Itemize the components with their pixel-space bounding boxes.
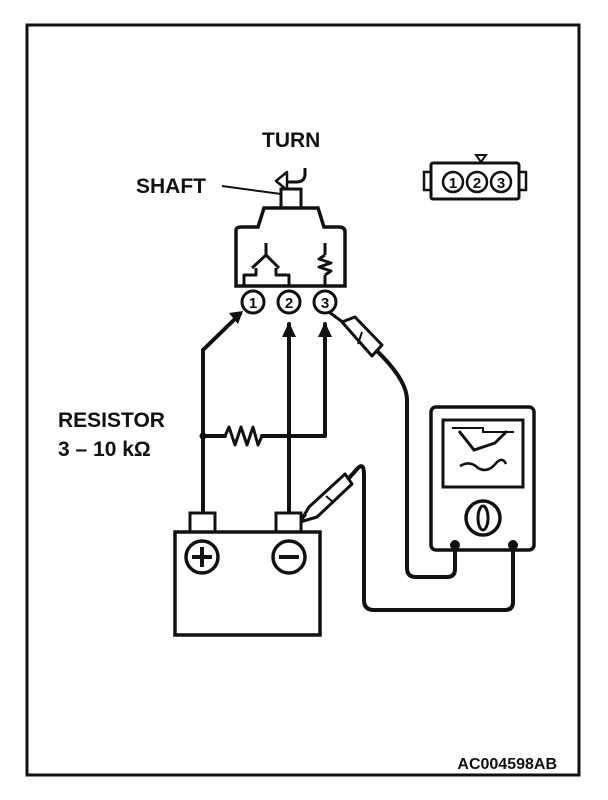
connector-pin-1 [441, 170, 465, 194]
throttle-position-sensor: 1 2 3 [234, 187, 347, 315]
multimeter-scale-arc [459, 458, 508, 472]
multimeter-dial-knob-icon [476, 504, 490, 532]
sensor-terminal-1-ring [240, 289, 266, 315]
connector-pin-2 [465, 170, 489, 194]
multimeter-jack-com[interactable] [450, 540, 460, 550]
potentiometer-resistor-icon [317, 253, 333, 277]
sensor-terminal-2-ring [276, 289, 302, 315]
turn-arrow-icon [286, 168, 307, 184]
connector-pin-3-label: 3 [497, 175, 505, 192]
meter-lead-from-terminal-3 [375, 349, 457, 579]
probe-negative-grip [325, 495, 335, 504]
battery-negative-post [274, 511, 303, 534]
battery [173, 511, 322, 637]
wire-2-arrowhead-icon [282, 322, 296, 337]
connector-pin-1-label: 1 [449, 175, 457, 192]
sensor-terminal-3[interactable]: 3 [312, 289, 338, 315]
wire-junction [199, 432, 207, 440]
battery-positive-post [188, 511, 217, 534]
sensor-terminal-1[interactable]: 1 [240, 289, 266, 315]
sensor-terminal-2-label: 2 [285, 295, 293, 312]
figure-code: AC004598AB [457, 756, 557, 773]
multimeter [429, 405, 536, 552]
sensor-terminal-3-ring [312, 289, 338, 315]
turn-arrowhead-icon [274, 170, 289, 192]
shaft-label: SHAFT [136, 175, 206, 198]
connector-pin-2-label: 2 [473, 175, 481, 192]
wire-resistor-to-terminal-3 [201, 322, 327, 438]
turn-label: TURN [262, 129, 320, 152]
wire-1-arrowhead-icon [229, 311, 243, 324]
shaft-leader-line [221, 185, 282, 195]
probe-terminal-3 [328, 310, 384, 358]
sensor-terminal-1-label: 1 [249, 295, 257, 312]
multimeter-needle-icon [457, 429, 509, 452]
probe-negative-handle [298, 472, 354, 524]
meter-lead-from-battery-negative [347, 464, 515, 612]
sensor-terminal-2[interactable]: 2 [276, 289, 302, 315]
connector-pin-3 [489, 170, 513, 194]
resistor-label: RESISTOR [58, 409, 165, 432]
connector-icon: 1 2 3 [422, 154, 528, 201]
multimeter-scale-top [452, 427, 514, 433]
probe-battery-negative [294, 472, 354, 527]
sensor-shaft [279, 187, 303, 210]
figure-border [25, 23, 581, 777]
wire-3-arrowhead-icon [318, 322, 332, 337]
probe-terminal-3-handle [340, 315, 384, 358]
idle-switch-return-wire [274, 268, 291, 286]
sensor-terminal-3-label: 3 [321, 295, 329, 312]
resistor-icon [223, 425, 264, 447]
connector-key-icon [474, 154, 488, 164]
resistor-value-label: 3 – 10 kΩ [58, 438, 151, 461]
wire-positive-to-terminal-1 [201, 312, 242, 515]
probe-terminal-3-grip [357, 331, 363, 345]
multimeter-jack-input[interactable] [508, 540, 518, 550]
idle-switch-wire [242, 268, 258, 286]
